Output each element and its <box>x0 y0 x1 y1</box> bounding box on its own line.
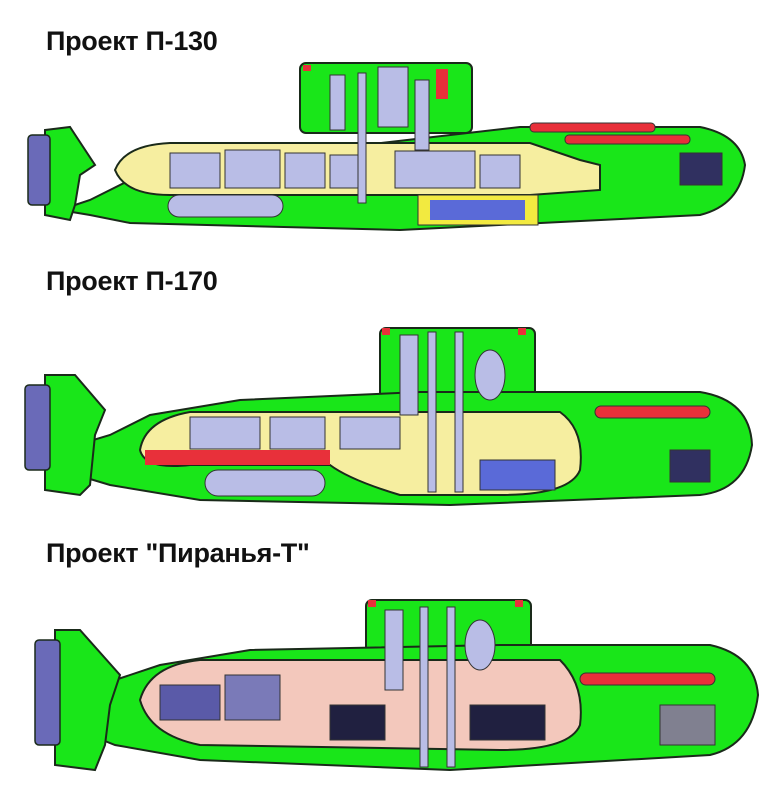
submarine-p130-diagram <box>0 55 780 235</box>
submarine-p170-diagram <box>0 320 780 510</box>
submarine-piranya-t-diagram <box>0 595 780 805</box>
diagram-title-p130: Проект П-130 <box>46 26 218 56</box>
diagram-title-p170: Проект П-170 <box>46 266 218 296</box>
diagram-title-piranya-t: Проект "Пиранья-Т" <box>46 538 310 568</box>
